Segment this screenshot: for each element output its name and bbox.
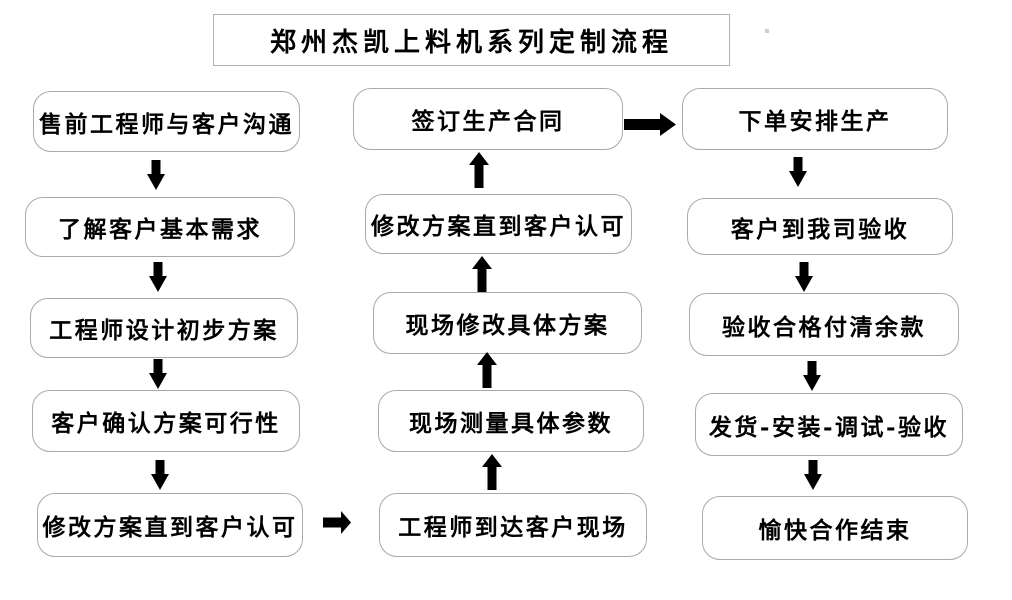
up-arrow-icon [477,352,497,388]
page-title: 郑州杰凯上料机系列定制流程 [269,27,673,58]
flow-node-pay-balance: 验收合格付清余款 [689,293,959,356]
flow-node-presales-communication: 售前工程师与客户沟通 [33,91,300,152]
up-arrow-icon [469,152,489,188]
flow-node-preliminary-design: 工程师设计初步方案 [30,298,298,358]
flow-node-revise-until-approval-onsite: 修改方案直到客户认可 [365,194,632,254]
down-arrow-icon [149,262,167,292]
up-arrow-icon [482,454,502,490]
flow-node-confirm-feasibility: 客户确认方案可行性 [32,390,300,452]
flow-node-customer-acceptance-visit: 客户到我司验收 [687,198,953,255]
up-arrow-icon [472,256,492,292]
flow-node-onsite-measure-params: 现场测量具体参数 [378,390,644,452]
down-arrow-icon [804,460,822,490]
flow-node-order-production: 下单安排生产 [682,88,948,150]
flow-node-onsite-revise-plan: 现场修改具体方案 [373,292,642,354]
flow-node-engineer-arrive-site: 工程师到达客户现场 [379,493,647,557]
stray-dot [765,29,769,33]
title-box: 郑州杰凯上料机系列定制流程 [213,14,730,66]
down-arrow-icon [795,262,813,292]
flow-node-revise-until-approval: 修改方案直到客户认可 [37,493,303,557]
flow-node-ship-install-debug-accept: 发货-安装-调试-验收 [695,393,963,456]
flow-node-cooperation-end: 愉快合作结束 [702,496,968,560]
down-arrow-icon [789,157,807,187]
down-arrow-icon [803,361,821,391]
down-arrow-icon [147,160,165,190]
down-arrow-icon [151,460,169,490]
right-arrow-icon [624,113,676,136]
flow-node-understand-needs: 了解客户基本需求 [25,197,295,257]
right-arrow-icon [323,511,351,534]
down-arrow-icon [149,359,167,389]
flow-node-sign-contract: 签订生产合同 [353,88,623,150]
